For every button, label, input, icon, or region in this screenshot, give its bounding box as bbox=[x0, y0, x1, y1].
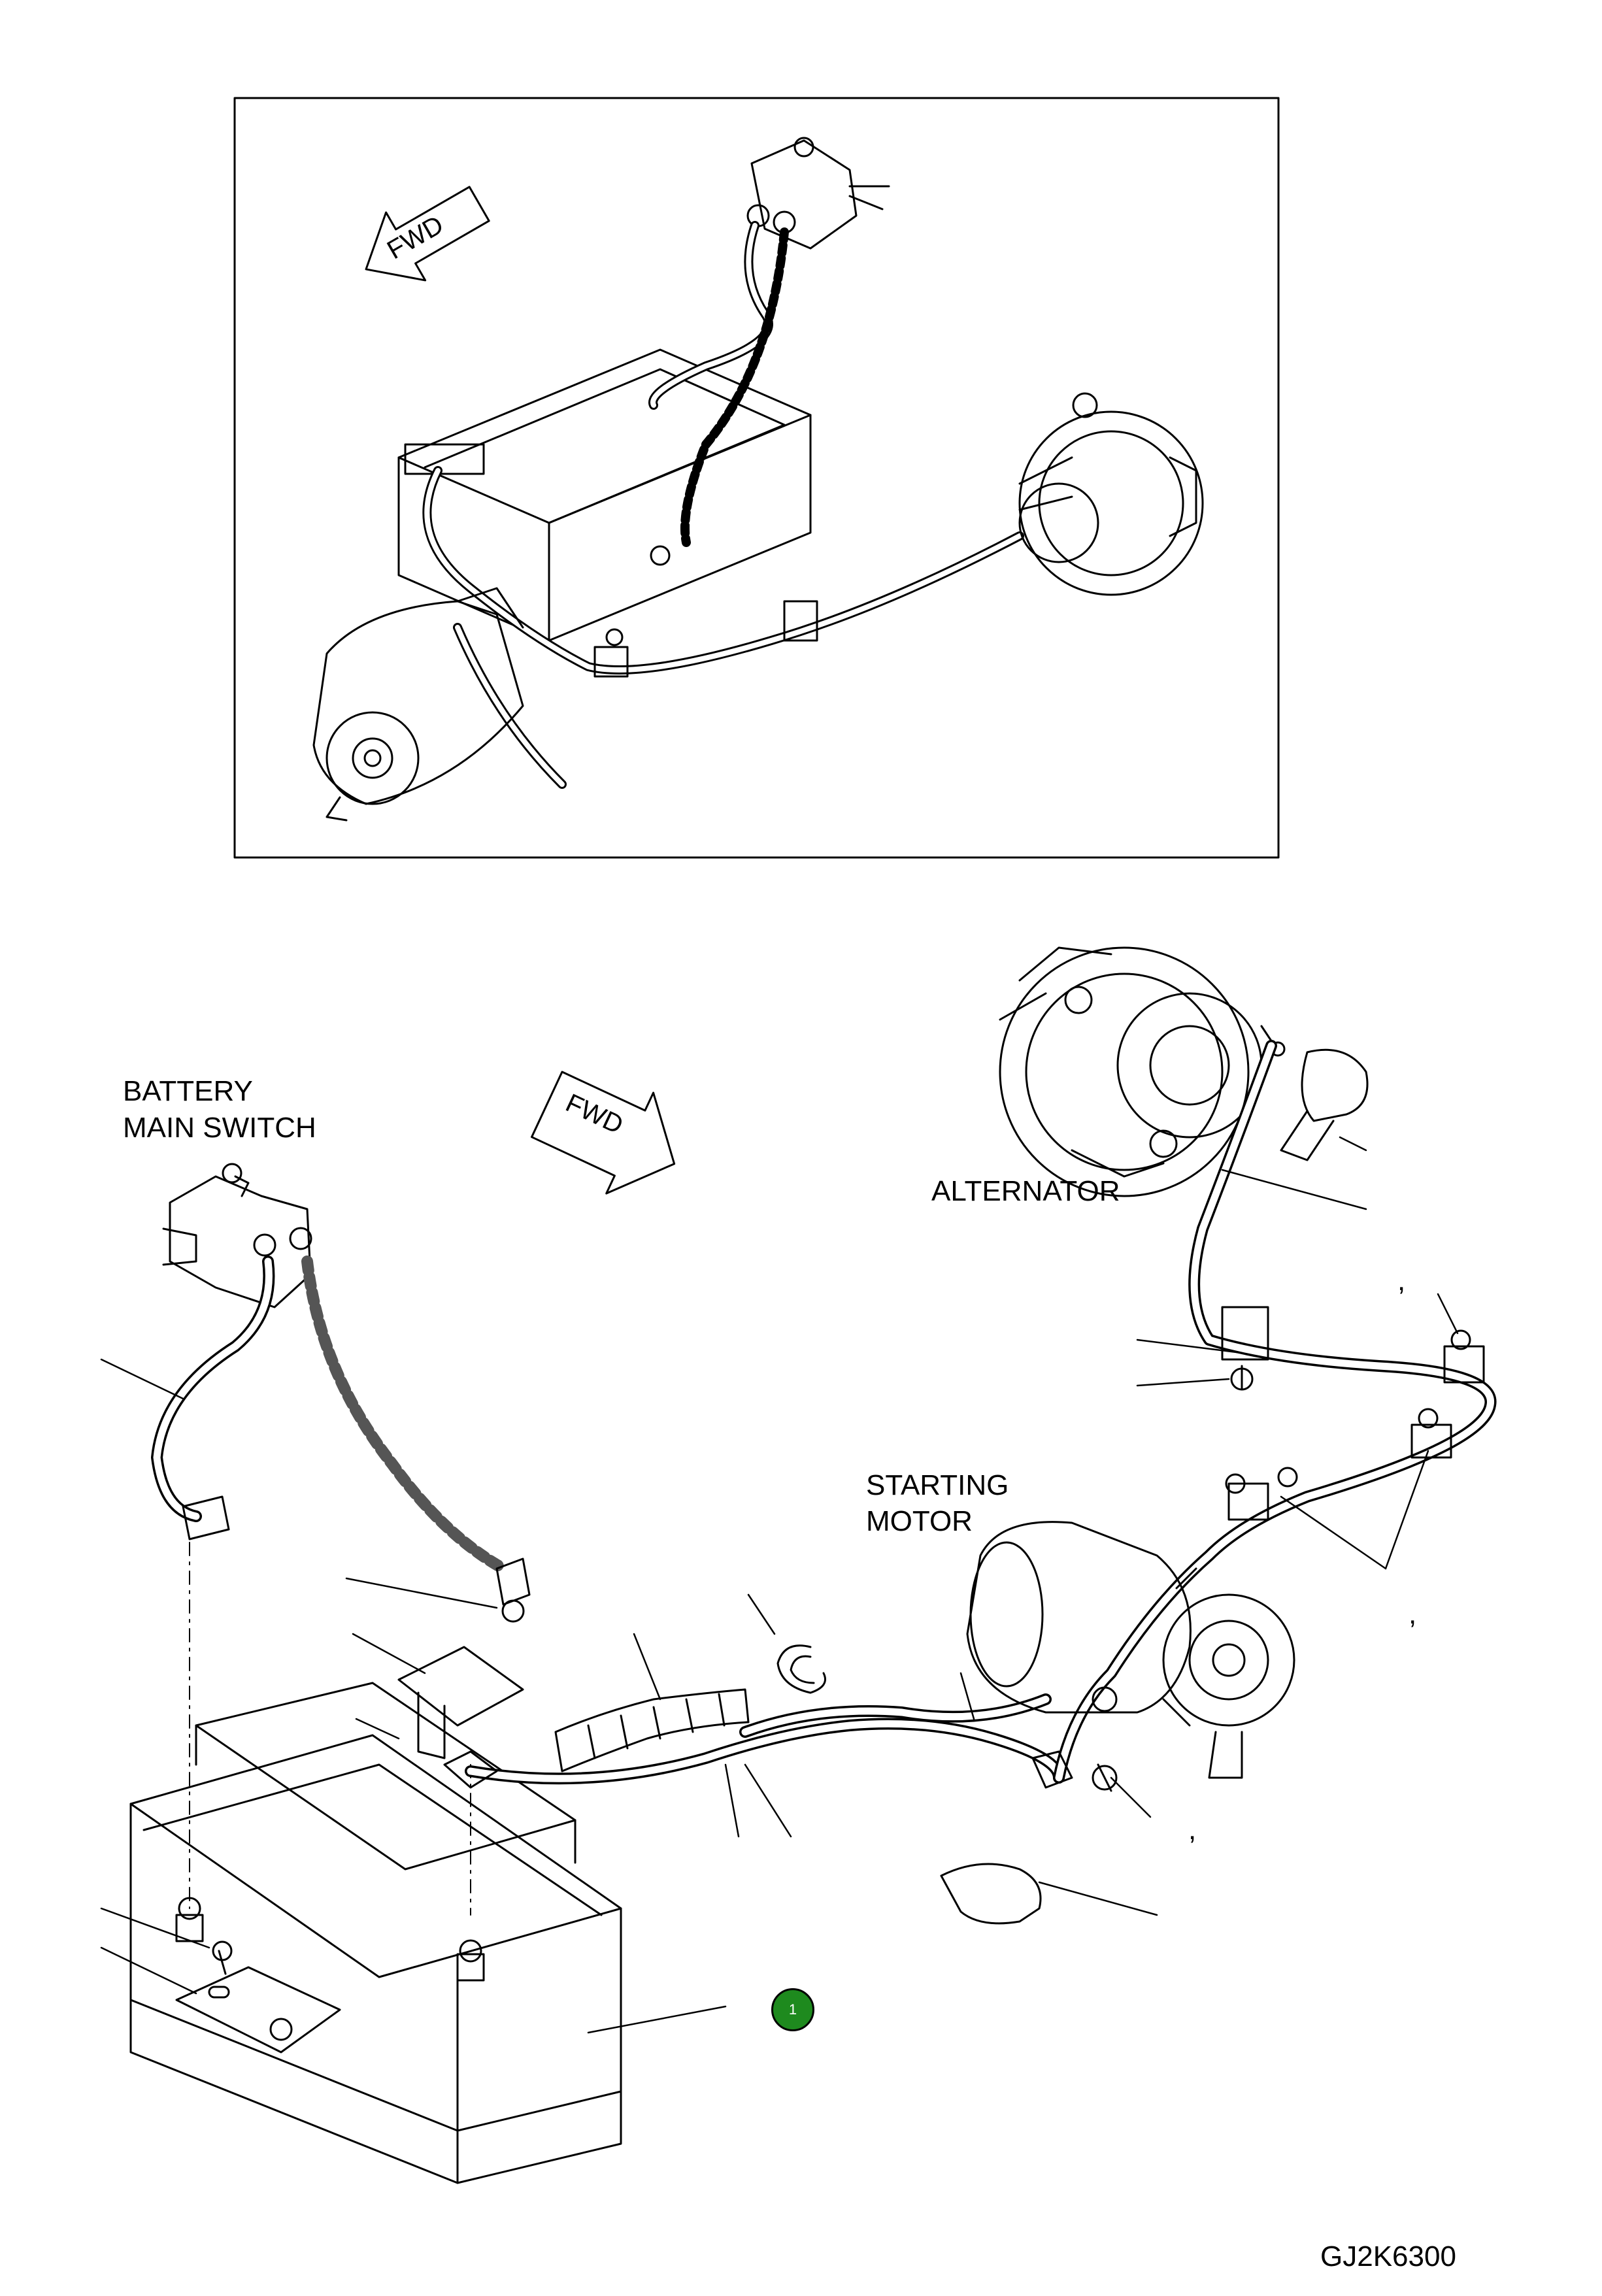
battery-top bbox=[397, 348, 812, 642]
cable-main-top bbox=[422, 466, 1024, 674]
alternator-label: ALTERNATOR bbox=[931, 1175, 1120, 1207]
callout-comma: , bbox=[1188, 1814, 1197, 1846]
drawing-number: GJ2K6300 bbox=[1320, 2240, 1456, 2272]
main-switch-top bbox=[746, 137, 890, 250]
alternator-main bbox=[999, 946, 1286, 1197]
leader-lines bbox=[100, 1136, 1459, 2034]
cable-alternator bbox=[1053, 1040, 1497, 1784]
starting-motor-top bbox=[312, 587, 524, 822]
alternator-terminal-cover bbox=[1280, 1048, 1369, 1161]
fwd-arrow-bottom bbox=[531, 1071, 676, 1195]
terminal-cover bbox=[397, 1646, 524, 1759]
starter-terminal-cover bbox=[940, 1863, 1042, 1925]
starting-motor-label-line1: STARTING bbox=[866, 1469, 1009, 1501]
cable-clip bbox=[776, 1644, 826, 1694]
callout-comma: , bbox=[1397, 1265, 1406, 1297]
starting-motor-label-line2: MOTOR bbox=[866, 1505, 973, 1537]
overview-frame bbox=[233, 97, 1280, 859]
callout-badge-1[interactable]: 1 bbox=[771, 1988, 814, 2031]
alternator-top bbox=[1018, 392, 1204, 596]
cable-sleeve bbox=[554, 1688, 750, 1772]
callout-comma: , bbox=[1409, 1598, 1417, 1630]
hold-down-bracket bbox=[175, 1940, 341, 2054]
clamp-1 bbox=[1221, 1306, 1269, 1361]
clamp-top-2 bbox=[783, 600, 818, 642]
battery-main bbox=[129, 1682, 622, 2184]
main-switch-main bbox=[162, 1163, 312, 1308]
cable-ghost bbox=[301, 1256, 509, 1574]
battery-main-switch-label-line2: MAIN SWITCH bbox=[123, 1112, 316, 1144]
fwd-arrow-top bbox=[365, 186, 490, 282]
starting-motor-main bbox=[966, 1521, 1295, 1779]
clamp-top-1 bbox=[593, 646, 629, 678]
terminal-neg bbox=[182, 1495, 230, 1540]
battery-main-switch-label-line1: BATTERY bbox=[123, 1075, 253, 1107]
